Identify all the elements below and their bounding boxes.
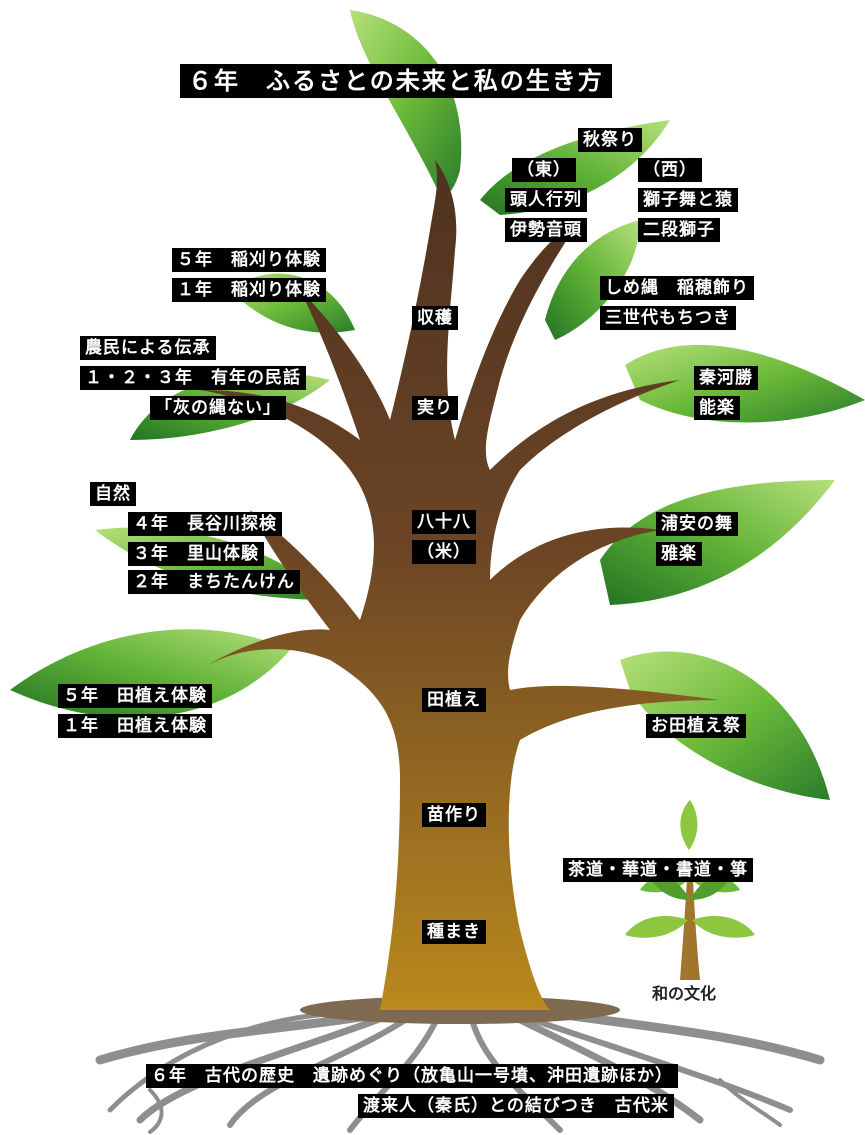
label-urayasu: 浦安の舞 <box>656 512 738 536</box>
label-inekari-1: １年 稲刈り体験 <box>172 278 326 302</box>
label-west-1: 獅子舞と猿 <box>638 188 738 212</box>
label-otaue: お田植え祭 <box>646 714 746 738</box>
page-title: ６年 ふるさとの未来と私の生き方 <box>180 64 612 98</box>
label-taue-5: ５年 田植え体験 <box>58 684 212 708</box>
label-east-head: （東） <box>512 158 576 182</box>
trunk-label-seedling: 苗作り <box>422 803 486 827</box>
label-nature-title: 自然 <box>90 482 136 506</box>
label-taue-1: １年 田植え体験 <box>58 714 212 738</box>
trunk-label-fruit: 実り <box>412 396 458 420</box>
label-east-2: 伊勢音頭 <box>505 218 587 242</box>
trunk <box>200 160 720 1010</box>
trunk-label-rice: （米） <box>412 540 476 564</box>
label-autumn-festival: 秋祭り <box>578 128 642 152</box>
small-tree <box>625 800 755 980</box>
trunk-label-harvest: 収穫 <box>412 306 458 330</box>
label-east-1: 頭人行列 <box>505 188 587 212</box>
label-roots-hata: 渡来人（秦氏）との結びつき 古代米 <box>358 1094 674 1118</box>
label-hata: 秦河勝 <box>694 366 758 390</box>
trunk-label-88: 八十八 <box>412 510 476 534</box>
label-shimenawa: しめ縄 稲穂飾り <box>600 276 754 300</box>
label-nature-2: ２年 まちたんけん <box>128 570 300 594</box>
label-mochitsuki: 三世代もちつき <box>600 306 736 330</box>
trunk-label-planting: 田植え <box>422 688 486 712</box>
label-folk-grades: １・２・３年 有年の民話 <box>80 366 306 390</box>
label-inekari-5: ５年 稲刈り体験 <box>172 248 326 272</box>
label-nature-4: ４年 長谷川探検 <box>128 512 282 536</box>
label-west-2: 二段獅子 <box>638 218 720 242</box>
label-gagaku: 雅楽 <box>656 542 702 566</box>
label-nature-3: ３年 里山体験 <box>128 542 264 566</box>
label-roots-history: ６年 古代の歴史 遺跡めぐり（放亀山一号墳、沖田遺跡ほか） <box>146 1064 678 1088</box>
trunk-label-sowing: 種まき <box>422 920 486 944</box>
label-arts: 茶道・華道・書道・箏 <box>563 858 753 882</box>
label-noh: 能楽 <box>694 396 740 420</box>
label-west-head: （西） <box>638 158 702 182</box>
label-folk-story: 「灰の縄ない」 <box>150 396 286 420</box>
label-folk-title: 農民による伝承 <box>80 336 216 360</box>
label-japanese-culture: 和の文化 <box>652 984 717 1003</box>
